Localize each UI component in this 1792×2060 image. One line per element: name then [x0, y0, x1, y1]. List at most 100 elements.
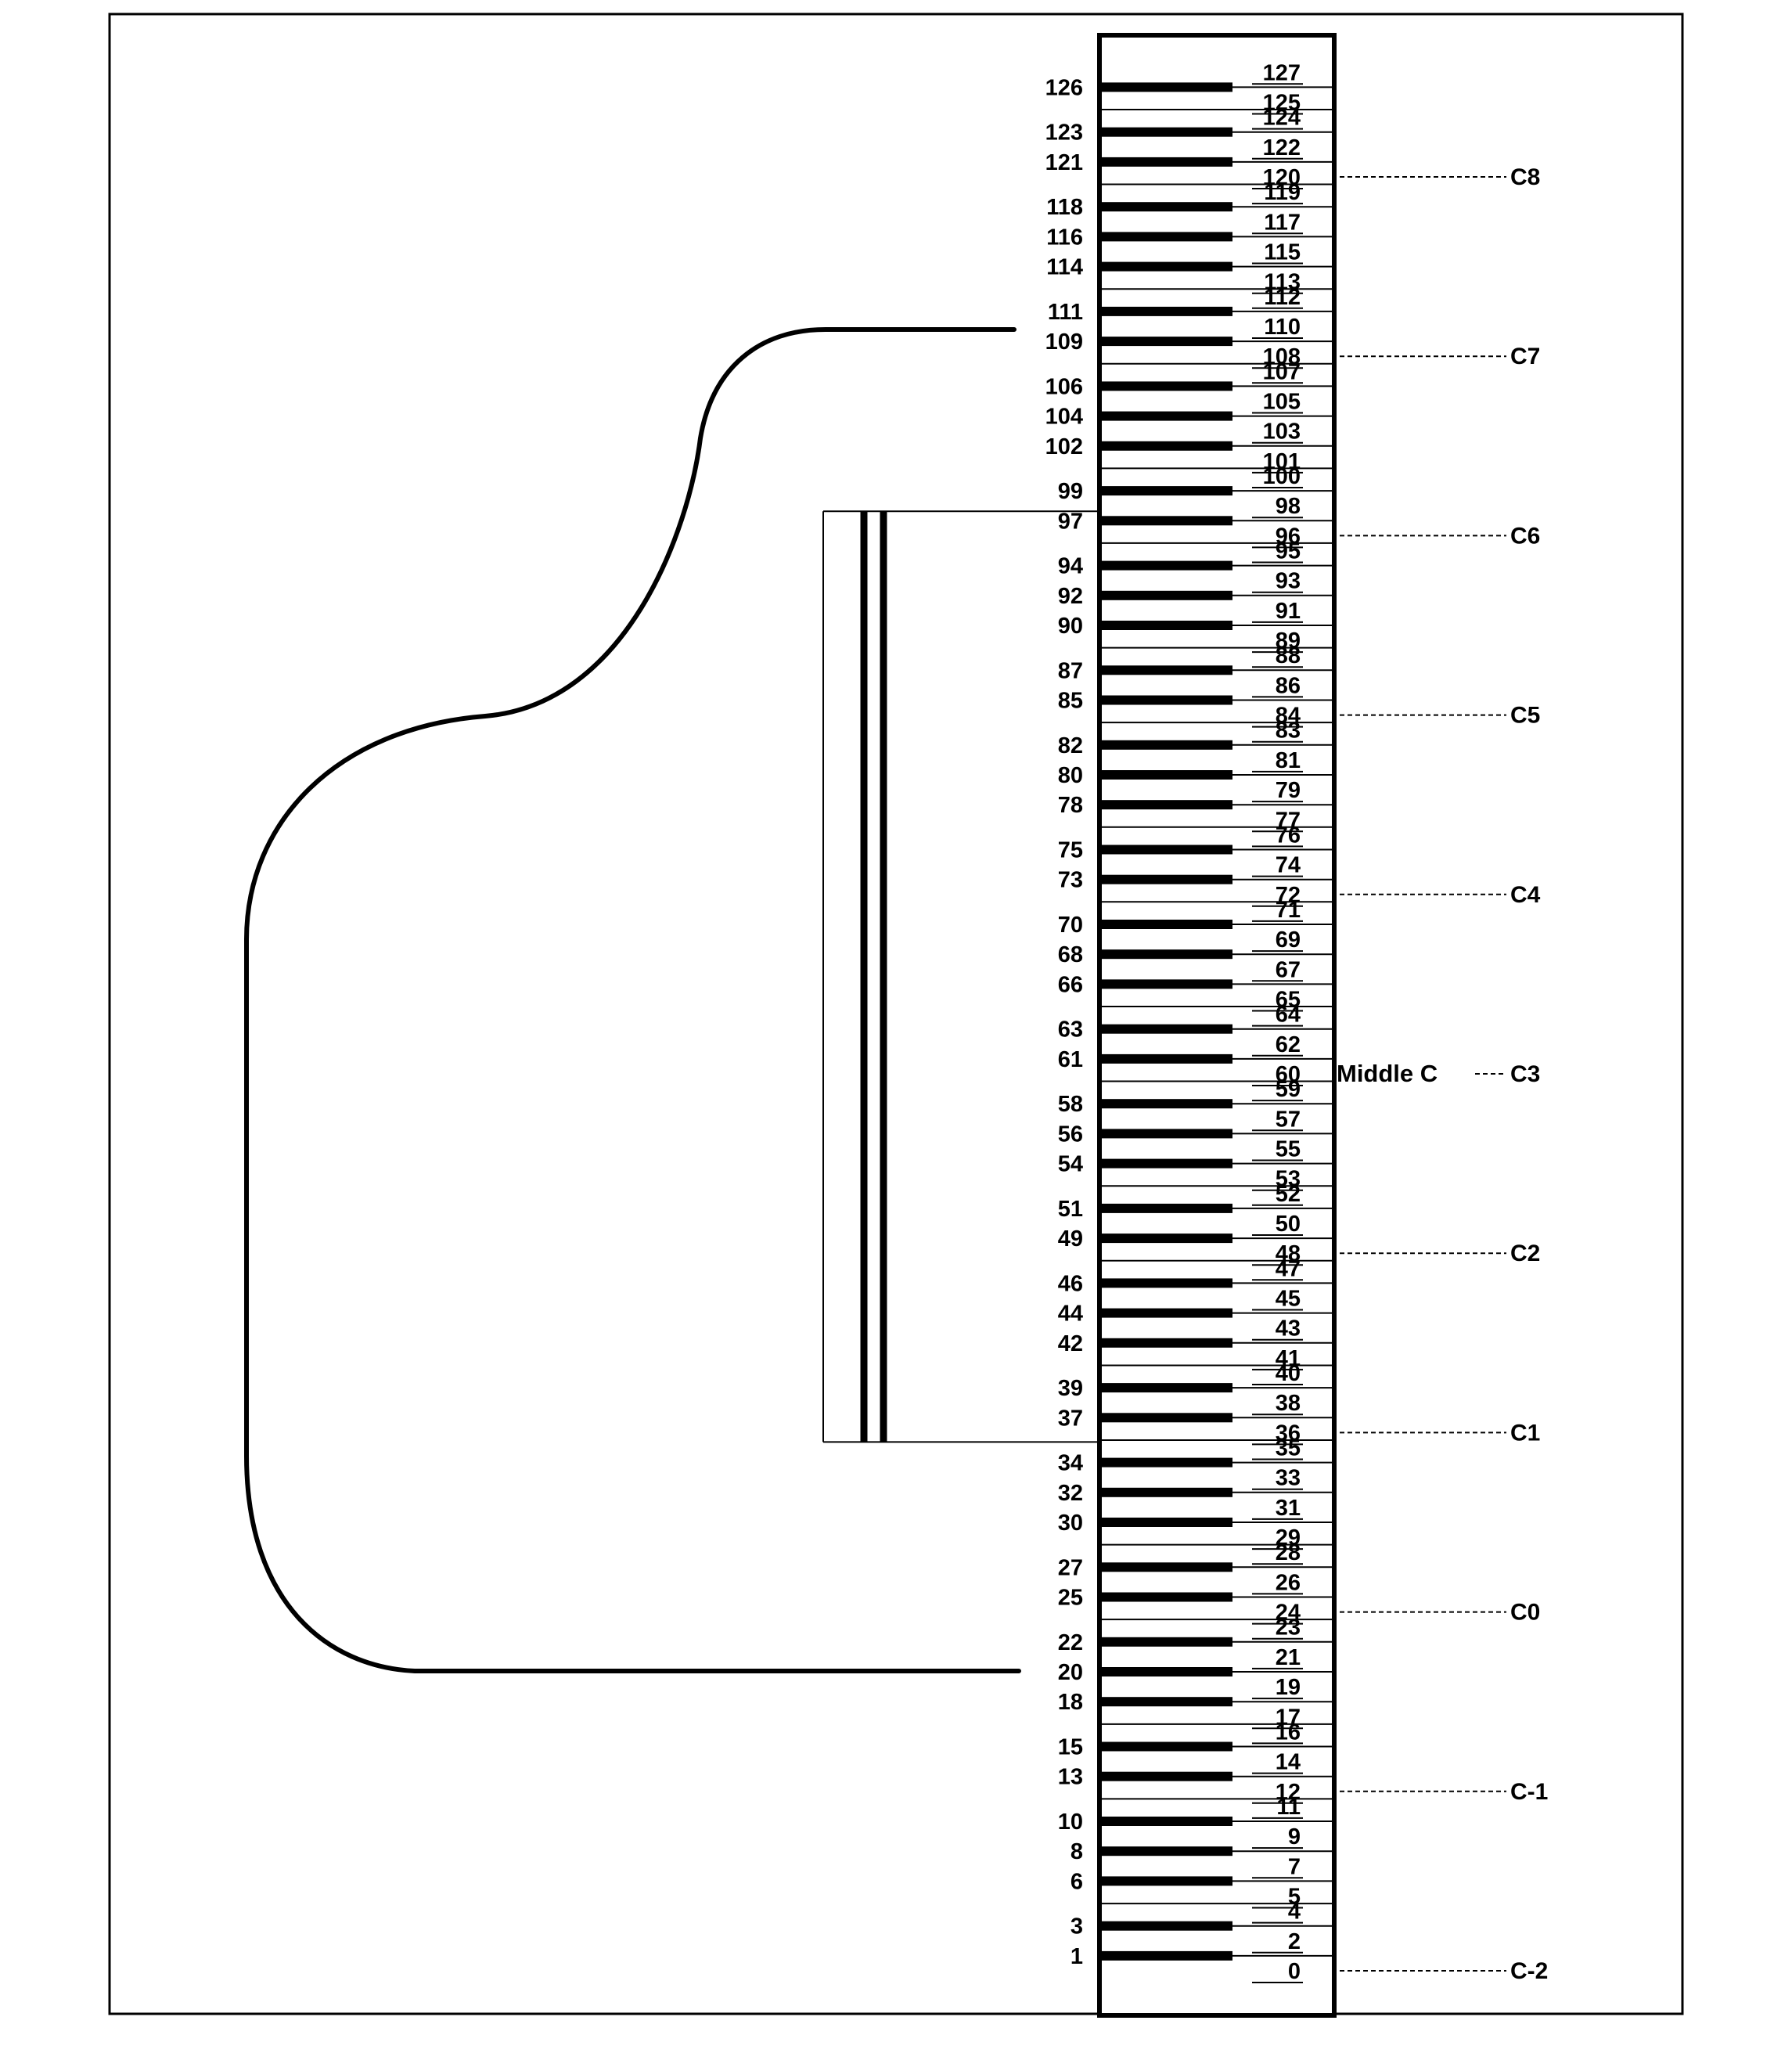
white-key-number: 7 — [1288, 1854, 1301, 1879]
white-key-number: 81 — [1276, 748, 1301, 773]
white-key-number: 72 — [1276, 883, 1301, 908]
white-key-number: 31 — [1276, 1496, 1301, 1521]
white-key-number: 28 — [1276, 1540, 1301, 1565]
black-key-number: 116 — [1046, 225, 1083, 250]
white-key-number: 60 — [1276, 1062, 1301, 1087]
black-key-number: 114 — [1046, 255, 1083, 280]
octave-marker-label: C2 — [1510, 1241, 1540, 1266]
white-key-number: 108 — [1263, 344, 1301, 369]
black-key — [1099, 874, 1232, 884]
black-key-number: 34 — [1058, 1451, 1083, 1476]
black-keys: 1368101315182022252730323437394244464951… — [1045, 75, 1232, 1969]
black-key — [1099, 441, 1232, 451]
white-key-number: 0 — [1288, 1959, 1301, 1984]
white-key-number: 47 — [1276, 1256, 1301, 1281]
grand-piano-outline — [244, 327, 1021, 1673]
octave-marker-label: C6 — [1510, 523, 1540, 549]
white-key-number: 79 — [1276, 778, 1301, 803]
black-key-number: 46 — [1058, 1271, 1083, 1296]
black-key — [1099, 1383, 1232, 1393]
black-key — [1099, 1741, 1232, 1752]
white-key-number: 117 — [1264, 210, 1301, 235]
black-key-number: 80 — [1058, 763, 1083, 788]
white-key-number: 71 — [1276, 898, 1301, 923]
white-key-number: 43 — [1276, 1316, 1301, 1342]
octave-marker-label: C0 — [1510, 1600, 1540, 1626]
black-key-number: 10 — [1058, 1810, 1083, 1835]
white-key-number: 89 — [1276, 628, 1301, 654]
black-key — [1099, 1308, 1232, 1318]
white-key-number: 35 — [1276, 1436, 1301, 1461]
octave-marker-label: C5 — [1510, 703, 1540, 729]
black-key — [1099, 1338, 1232, 1348]
white-key-number: 33 — [1276, 1466, 1301, 1491]
white-key-number: 119 — [1264, 180, 1301, 205]
black-key-number: 6 — [1071, 1869, 1083, 1894]
white-key-number: 50 — [1276, 1212, 1301, 1237]
black-key-number: 54 — [1058, 1152, 1083, 1177]
black-key — [1099, 1518, 1232, 1527]
black-key — [1099, 1697, 1232, 1707]
white-key-number: 65 — [1276, 988, 1301, 1013]
white-key-number: 77 — [1276, 808, 1301, 833]
black-key-number: 15 — [1058, 1735, 1083, 1760]
white-key-number: 53 — [1276, 1167, 1301, 1192]
white-key-number: 24 — [1276, 1601, 1301, 1626]
black-key — [1099, 1457, 1232, 1468]
black-key-number: 126 — [1045, 75, 1083, 100]
black-key — [1099, 1053, 1232, 1064]
black-key — [1099, 1233, 1232, 1244]
black-key-number: 70 — [1058, 913, 1083, 938]
black-key-number: 1 — [1071, 1944, 1083, 1969]
white-key-number: 36 — [1276, 1421, 1301, 1446]
white-key-number: 23 — [1276, 1615, 1301, 1640]
black-key — [1099, 695, 1232, 705]
black-key — [1099, 770, 1232, 780]
white-key-number: 103 — [1263, 420, 1301, 445]
black-key-number: 25 — [1058, 1586, 1083, 1611]
white-key-number: 16 — [1276, 1720, 1301, 1745]
white-key-number: 5 — [1288, 1885, 1301, 1910]
black-key — [1099, 306, 1232, 316]
white-key-number: 110 — [1264, 315, 1301, 340]
black-key — [1099, 1129, 1232, 1139]
white-key-number: 41 — [1276, 1346, 1301, 1371]
black-key-number: 30 — [1058, 1511, 1083, 1536]
black-key-number: 37 — [1058, 1406, 1083, 1431]
black-key — [1099, 157, 1232, 167]
black-key — [1099, 1158, 1232, 1169]
black-key-number: 75 — [1058, 838, 1083, 863]
white-key-number: 64 — [1276, 1003, 1301, 1028]
black-key-number: 18 — [1058, 1690, 1083, 1715]
white-key-number: 29 — [1276, 1525, 1301, 1550]
white-key-number: 38 — [1276, 1391, 1301, 1416]
black-key — [1099, 560, 1232, 571]
black-key — [1099, 800, 1232, 810]
black-key-number: 78 — [1058, 793, 1083, 818]
black-key-number: 82 — [1058, 733, 1083, 758]
black-key — [1099, 1637, 1232, 1647]
black-key-number: 22 — [1058, 1630, 1083, 1655]
black-key — [1099, 411, 1232, 421]
diagram-frame — [108, 13, 1684, 2015]
black-key — [1099, 1817, 1232, 1826]
octave-marker-label: C-2 — [1510, 1958, 1548, 1984]
white-key-number: 83 — [1276, 718, 1301, 744]
white-key-number: 45 — [1276, 1287, 1301, 1312]
white-key-number: 2 — [1288, 1929, 1301, 1954]
white-key-number: 84 — [1276, 704, 1301, 729]
black-key-number: 27 — [1058, 1555, 1083, 1580]
black-key-number: 39 — [1058, 1376, 1083, 1401]
black-key — [1099, 516, 1232, 526]
black-key — [1099, 979, 1232, 989]
black-key-number: 102 — [1045, 434, 1083, 459]
black-key-number: 90 — [1058, 614, 1083, 639]
black-key — [1099, 621, 1232, 630]
white-key-number: 55 — [1276, 1137, 1301, 1162]
white-key-number: 40 — [1276, 1361, 1301, 1386]
black-key — [1099, 232, 1232, 242]
white-key-number: 67 — [1276, 957, 1301, 982]
white-key-number: 88 — [1276, 643, 1301, 668]
black-key — [1099, 337, 1232, 347]
